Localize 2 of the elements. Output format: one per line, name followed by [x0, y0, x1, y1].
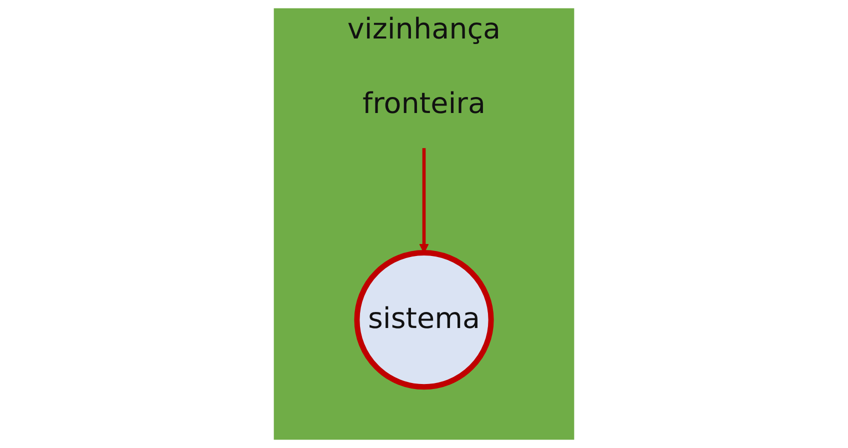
node-circle: sistema: [354, 250, 494, 390]
node-text: fronteira: [362, 88, 486, 121]
